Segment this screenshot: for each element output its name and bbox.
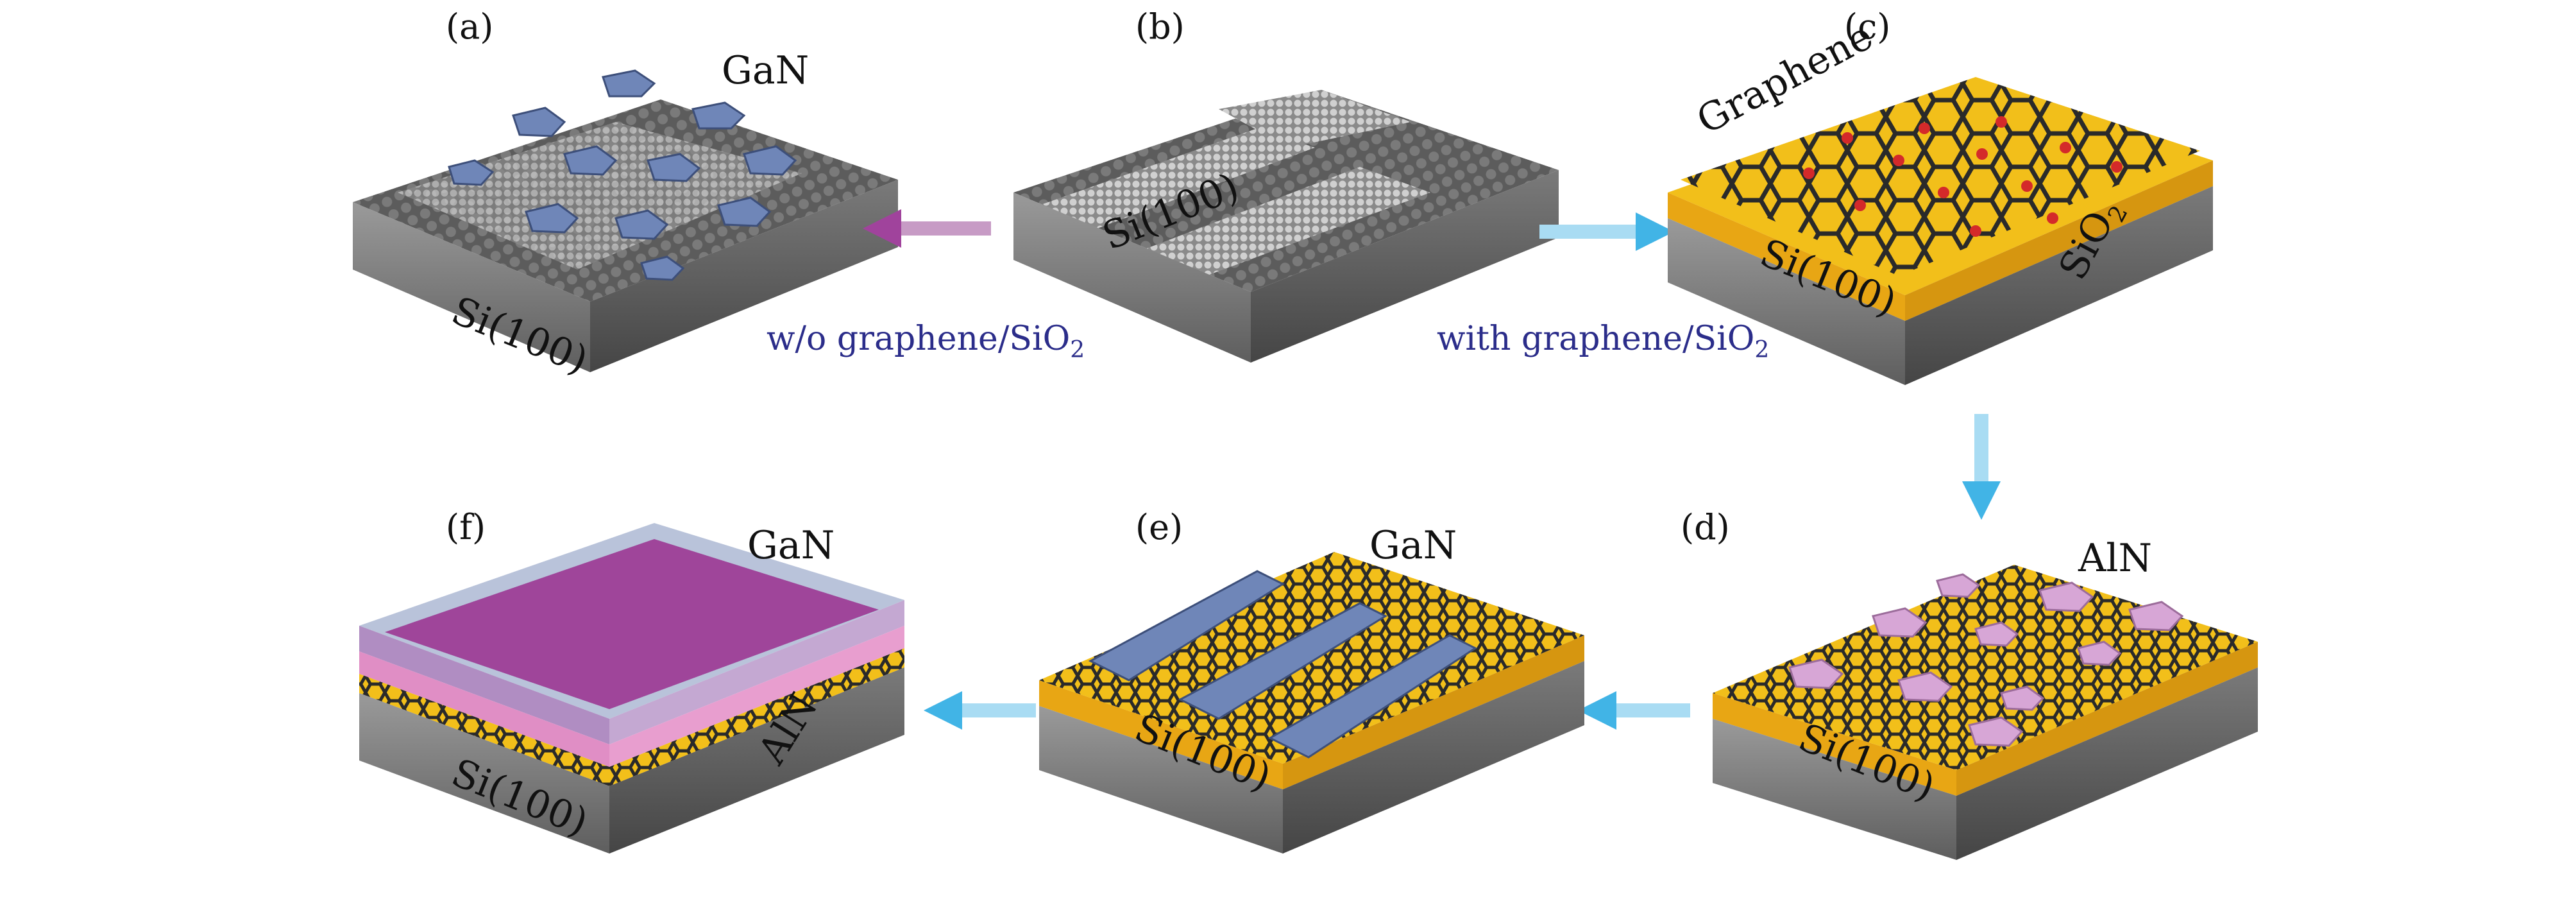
substrate-side-left xyxy=(1713,719,1956,860)
sio2-side-right xyxy=(1905,160,2213,321)
panel-d: (d) AlN Si(100) xyxy=(1681,507,2258,860)
substrate-side-right xyxy=(1905,186,2213,385)
panel-b: (b) Si(100) xyxy=(1013,6,1559,363)
graphene-on-sio2 xyxy=(1713,565,2258,770)
substrate-side-left xyxy=(1039,706,1283,854)
panel-f: (f) GaN AlN Si(100) xyxy=(359,507,904,854)
sio2-side-right xyxy=(1956,642,2258,796)
graphene-side-left xyxy=(359,674,609,786)
substrate-side-left xyxy=(1668,218,1905,385)
gan-label-a: GaN xyxy=(722,48,809,93)
graphene-sheet xyxy=(1681,77,2200,276)
gan-layer-inner xyxy=(385,539,879,709)
terrace-band-3 xyxy=(1219,90,1411,148)
gan-regions xyxy=(398,122,802,270)
sio2-side-left xyxy=(1039,680,1283,789)
panel-letter-c: (c) xyxy=(1844,6,1890,47)
arrow-b-to-a xyxy=(863,209,991,248)
aln-islands xyxy=(1788,573,2184,747)
aln-layer-left xyxy=(359,651,609,767)
gan-islands xyxy=(448,69,797,281)
sio2-side-left xyxy=(1713,693,1956,796)
graphene-side-right xyxy=(609,648,904,786)
arrow-c-to-d xyxy=(1962,414,2001,520)
caption-without-graphene: w/o graphene/SiO2 xyxy=(767,320,1085,363)
sio2-side-right xyxy=(1283,635,1584,789)
substrate-side-right xyxy=(590,180,898,372)
substrate-side-left xyxy=(359,693,609,854)
gan-stripes xyxy=(1088,570,1478,759)
si-substrate-top xyxy=(1013,90,1559,292)
substrate-side-right xyxy=(1283,661,1584,854)
arrow-d-to-e xyxy=(1578,691,1690,730)
arrow-e-to-f xyxy=(924,691,1036,730)
panel-letter-a: (a) xyxy=(446,6,493,47)
arrow-b-to-c xyxy=(1539,212,1674,251)
panel-letter-b: (b) xyxy=(1135,6,1185,47)
gan-side-left xyxy=(359,626,609,744)
gan-label-e: GaN xyxy=(1369,523,1457,568)
aln-label-d: AlN xyxy=(2078,536,2152,581)
substrate-side-left xyxy=(1013,193,1251,363)
aln-layer-right xyxy=(609,626,904,767)
terrace-band-1 xyxy=(1039,128,1315,231)
substrate-side-right xyxy=(1956,667,2258,860)
panel-letter-d: (d) xyxy=(1681,507,1730,547)
substrate-side-right xyxy=(1251,170,1559,363)
caption-with-graphene: with graphene/SiO2 xyxy=(1437,320,1769,363)
panel-a: (a) GaN Si(100) xyxy=(353,6,898,383)
gan-side-right xyxy=(609,600,904,744)
substrate-side-right xyxy=(609,667,904,854)
panel-letter-e: (e) xyxy=(1135,507,1183,547)
gan-label-f: GaN xyxy=(747,523,835,568)
panel-e: (e) GaN Si(100) xyxy=(1039,507,1584,854)
terrace-band-2 xyxy=(1142,167,1430,276)
sio2-side-left xyxy=(1668,193,1905,321)
substrate-side-left xyxy=(353,202,590,372)
panel-letter-f: (f) xyxy=(446,507,486,547)
oxygen-atoms xyxy=(1803,116,2123,237)
